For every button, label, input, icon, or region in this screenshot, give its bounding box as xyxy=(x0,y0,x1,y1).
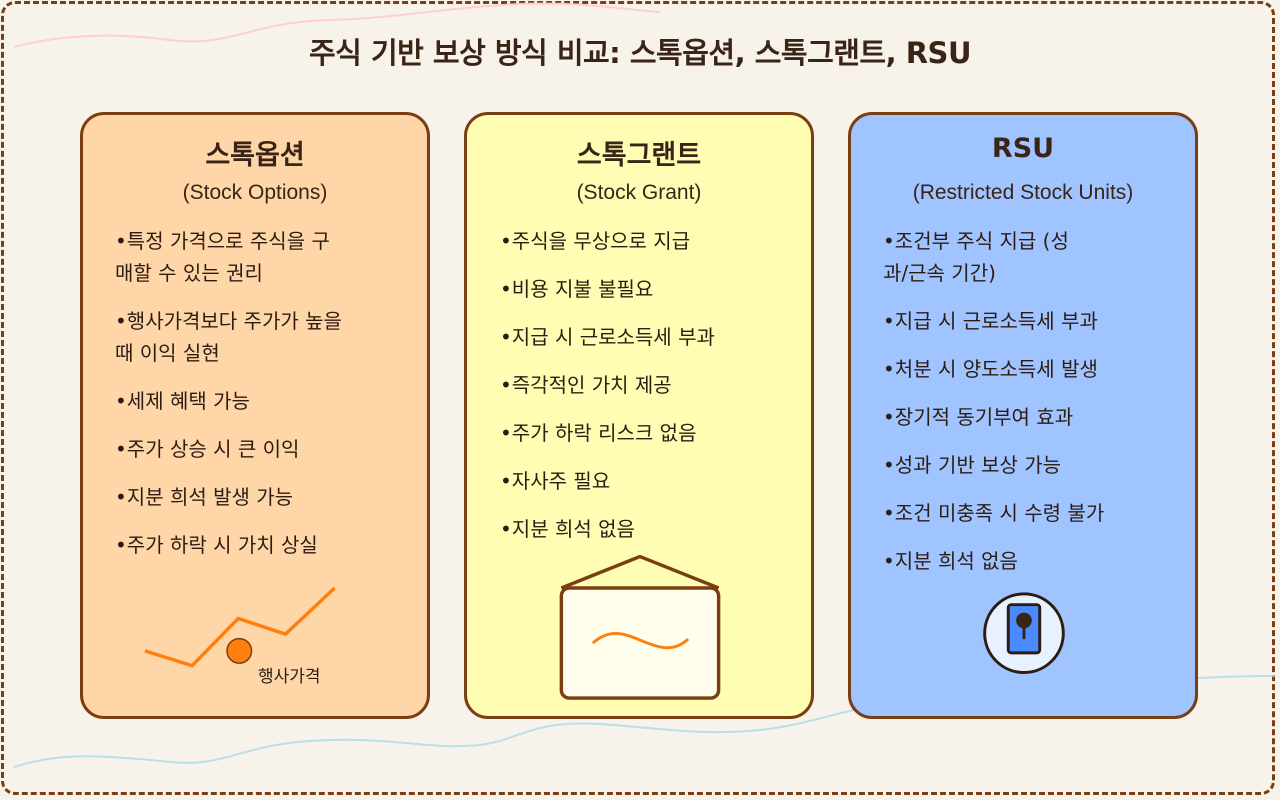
list-item: 주가 하락 시 가치 상실 xyxy=(115,529,411,561)
card-title: 스톡옵션 xyxy=(205,140,305,171)
list-item: 처분 시 양도소득세 발생 xyxy=(883,353,1179,385)
list-item: 조건 미충족 시 수령 불가 xyxy=(883,497,1179,529)
list-item: 주가 상승 시 큰 이익 xyxy=(115,433,411,465)
list-item: 행사가격보다 주가가 높을 때 이익 실현 xyxy=(115,305,345,369)
card-title: RSU xyxy=(991,133,1055,164)
card-title: 스톡그랜트 xyxy=(576,140,702,171)
feature-list: 특정 가격으로 주식을 구매할 수 있는 권리 행사가격보다 주가가 높을 때 … xyxy=(115,225,411,577)
list-item: 성과 기반 보상 가능 xyxy=(883,449,1179,481)
list-item: 특정 가격으로 주식을 구매할 수 있는 권리 xyxy=(115,225,345,289)
list-item: 지급 시 근로소득세 부과 xyxy=(500,321,795,353)
list-item: 장기적 동기부여 효과 xyxy=(883,401,1179,433)
list-item: 지급 시 근로소득세 부과 xyxy=(883,305,1179,337)
list-item: 지분 희석 없음 xyxy=(500,513,795,545)
feature-list: 조건부 주식 지급 (성과/근속 기간) 지급 시 근로소득세 부과 처분 시 … xyxy=(883,225,1179,593)
exercise-price-label: 행사가격 xyxy=(258,667,321,687)
list-item: 지분 희석 발생 가능 xyxy=(115,481,411,513)
list-item: 자사주 필요 xyxy=(500,465,795,497)
list-item: 주가 하락 리스크 없음 xyxy=(500,417,795,449)
list-item: 세제 혜택 가능 xyxy=(115,385,411,417)
card-subtitle: (Stock Grant) xyxy=(576,181,702,204)
list-item: 지분 희석 없음 xyxy=(883,545,1179,577)
list-item: 비용 지불 불필요 xyxy=(500,273,795,305)
list-item: 즉각적인 가치 제공 xyxy=(500,369,795,401)
card-stock-options: 스톡옵션 (Stock Options) 특정 가격으로 주식을 구매할 수 있… xyxy=(80,112,430,719)
page-title: 주식 기반 보상 방식 비교: 스톡옵션, 스톡그랜트, RSU xyxy=(309,36,972,70)
list-item: 주식을 무상으로 지급 xyxy=(500,225,795,257)
card-stock-grant: 스톡그랜트 (Stock Grant) 주식을 무상으로 지급 비용 지불 불필… xyxy=(464,112,814,719)
card-subtitle: (Restricted Stock Units) xyxy=(912,181,1134,204)
card-rsu: RSU (Restricted Stock Units) 조건부 주식 지급 (… xyxy=(848,112,1198,719)
card-subtitle: (Stock Options) xyxy=(182,181,328,204)
feature-list: 주식을 무상으로 지급 비용 지불 불필요 지급 시 근로소득세 부과 즉각적인… xyxy=(500,225,795,561)
list-item: 조건부 주식 지급 (성과/근속 기간) xyxy=(883,225,1083,289)
